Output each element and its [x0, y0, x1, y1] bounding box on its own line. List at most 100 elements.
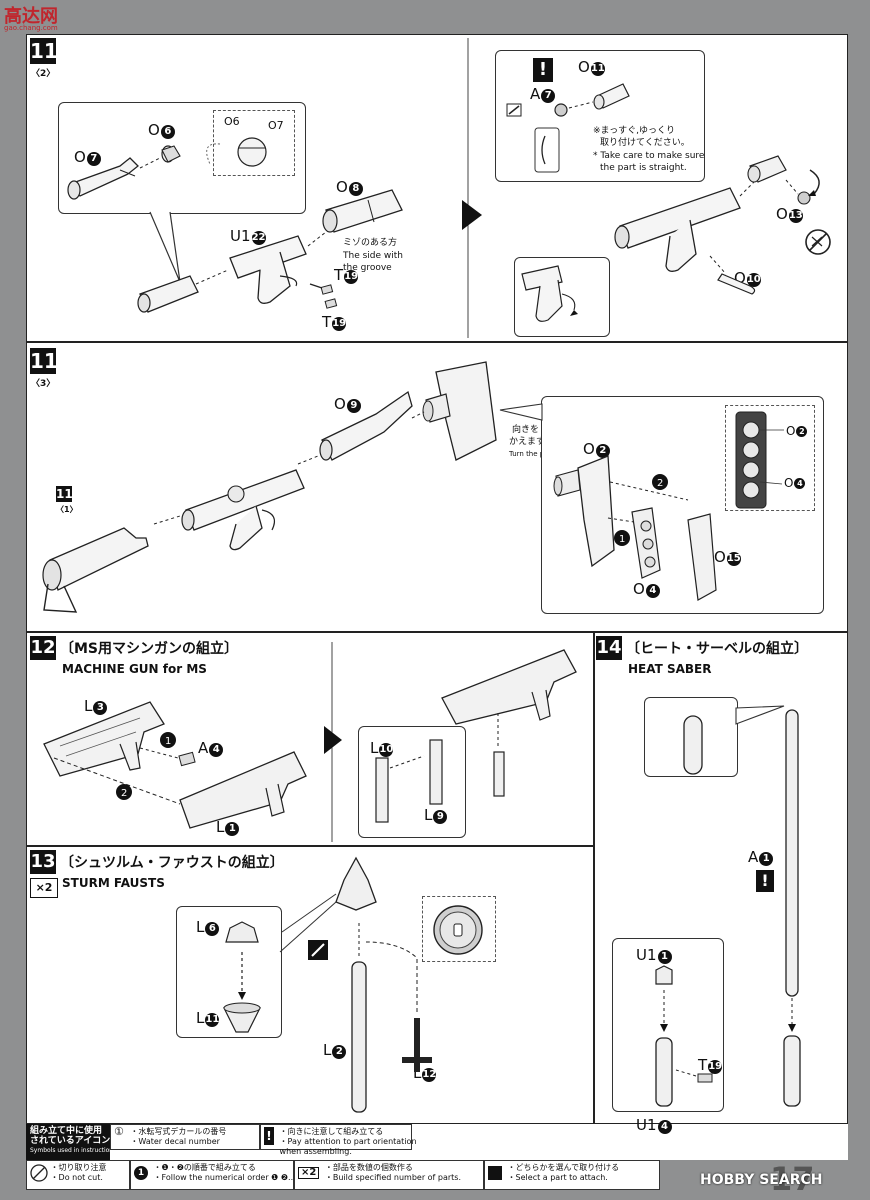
- step-title-en: MACHINE GUN for MS: [62, 662, 207, 676]
- step-title-jp: 〔MS用マシンガンの組立〕: [60, 641, 239, 657]
- part-label-o13: O13: [776, 205, 803, 223]
- care-note-en2: the part is straight.: [600, 163, 687, 173]
- legend-heading: 組み立て中に使用 されているアイコン Symbols used in instr…: [26, 1124, 117, 1160]
- legend-order-en: ・Follow the numerical order ❶ ❷...: [153, 1173, 296, 1182]
- legend-order-jp: ・❶・❷の順番で組み立てる: [153, 1163, 256, 1172]
- part-label-l12: L12: [413, 1064, 437, 1082]
- part-label-t19-a: T19: [334, 266, 359, 284]
- legend-do-not-cut: ・切り取り注意 ・Do not cut.: [26, 1160, 130, 1190]
- count-icon: ×2: [298, 1167, 320, 1179]
- legend-count-en: ・Build specified number of parts.: [324, 1173, 462, 1182]
- watermark-text: 高达网: [4, 6, 58, 27]
- step-number: 13: [30, 850, 56, 874]
- part-illustration-o7: [67, 137, 267, 200]
- legend-select: ・どちらかを選んで取り付ける ・Select a part to attach.: [484, 1160, 660, 1190]
- legend-select-jp: ・どちらかを選んで取り付ける: [507, 1163, 620, 1172]
- legend-nocut-jp: ・切り取り注意: [50, 1163, 107, 1172]
- svg-text:1: 1: [165, 736, 171, 747]
- legend-heading-jp2: されているアイコン: [30, 1136, 111, 1146]
- detail-box: [213, 110, 295, 176]
- hobby-search-watermark: HOBBY SEARCH: [700, 1172, 823, 1188]
- svg-text:1: 1: [619, 534, 625, 545]
- part-illustration-warhead: 2 1: [553, 411, 784, 601]
- legend-heading-jp1: 組み立て中に使用: [30, 1126, 103, 1136]
- step-number: 12: [30, 636, 56, 660]
- watermark-logo: 高达网: [4, 2, 58, 28]
- care-note-en1: * Take care to make sure: [593, 151, 705, 161]
- step-title-jp: 〔シュツルム・ファウストの組立〕: [60, 855, 284, 871]
- svg-text:2: 2: [657, 478, 663, 489]
- reference-step-number: 11: [56, 486, 73, 502]
- legend-heading-en: Symbols used in instructions: [30, 1147, 117, 1154]
- part-label-l11: L11: [196, 1009, 220, 1027]
- reference-substep: 〈1〉: [56, 505, 78, 514]
- part-illustration-saber-blade: [783, 709, 801, 1107]
- step-13-panel: [26, 846, 594, 1124]
- callout-pointer: [735, 705, 785, 725]
- legend-decal-en: ・Water decal number: [130, 1137, 220, 1146]
- page-number: 17: [770, 1160, 815, 1198]
- step-divider: [467, 38, 469, 338]
- step-title-jp: 〔ヒート・サーベルの組立〕: [626, 641, 808, 657]
- legend-order: 1 ・❶・❷の順番で組み立てる ・Follow the numerical or…: [130, 1160, 296, 1190]
- part-label-o6-small: O6: [224, 115, 240, 128]
- legend-count-jp: ・部品を数値の個数作る: [324, 1163, 413, 1172]
- part-illustration-grip-detail: [521, 265, 578, 322]
- part-label-t19-b: T19: [322, 313, 347, 331]
- legend-orientation: ! ・向きに注意して組み立てる ・Pay attention to part o…: [260, 1124, 417, 1156]
- care-note-jp1: ※まっすぐ,ゆっくり: [593, 126, 676, 136]
- legend-orient-jp: ・向きに注意して組み立てる: [279, 1127, 384, 1136]
- do-not-cut-icon: [805, 229, 831, 255]
- legend-decal-jp: ・水転写式デカールの番号: [130, 1127, 227, 1136]
- part-illustration-machine-gun: [441, 649, 577, 797]
- part-illustration-machine-gun-halves: 1 2: [43, 701, 307, 829]
- watermark-url: gao.chang.com: [4, 24, 58, 32]
- svg-text:2: 2: [121, 788, 127, 799]
- part-illustration-saber-tip: [683, 715, 703, 775]
- orientation-warning-icon: !: [756, 870, 774, 892]
- callout-pointer: [499, 403, 543, 421]
- legend-orient-en2: when assembling.: [279, 1147, 352, 1156]
- do-not-cut-icon: [30, 1164, 48, 1182]
- parts-detail-box: [725, 405, 815, 511]
- step-number: 14: [596, 636, 622, 660]
- part-label-l10: L10: [370, 739, 394, 757]
- quantity-badge: ×2: [30, 878, 58, 898]
- order-icon: 1: [134, 1166, 148, 1180]
- turn-note-en: Turn the parts: [509, 450, 558, 458]
- select-icon: [488, 1166, 502, 1180]
- groove-note-en1: The side with: [343, 251, 403, 261]
- step-title-en: HEAT SABER: [628, 662, 712, 676]
- detail-callout-box: [514, 257, 610, 337]
- part-label-o11: O11: [578, 58, 605, 76]
- legend-count: ×2 ・部品を数値の個数作る ・Build specified number o…: [294, 1160, 484, 1190]
- part-illustration-launcher-full: [42, 361, 497, 613]
- legend-nocut-en: ・Do not cut.: [50, 1173, 103, 1182]
- part-label-o15: O15: [714, 548, 741, 566]
- step-arrow-right: [462, 200, 482, 230]
- turn-note-jp1: 向きを: [512, 425, 540, 435]
- orientation-warning-icon: !: [533, 58, 553, 82]
- watermark-url-text: gao.chang.com: [4, 24, 58, 32]
- legend-select-en: ・Select a part to attach.: [507, 1173, 608, 1182]
- part-label-u1-22: U122: [230, 227, 266, 245]
- part-illustration-launcher-body: [137, 189, 403, 313]
- part-illustration-launcher-assembly: [614, 155, 820, 295]
- turn-note-jp2: かえます。: [509, 437, 554, 447]
- part-label-o7-small: O7: [268, 119, 284, 132]
